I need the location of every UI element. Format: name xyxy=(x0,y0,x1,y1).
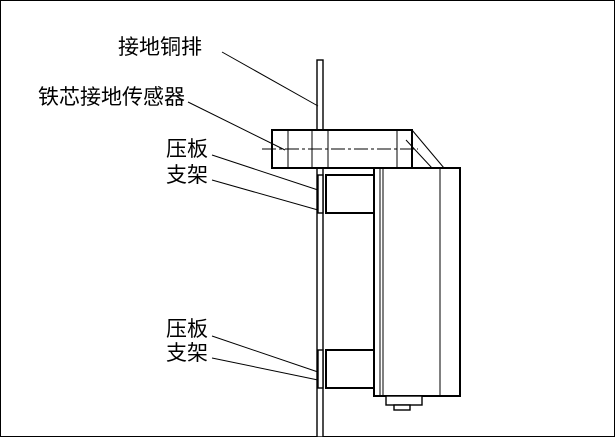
grounding-copper-bar xyxy=(316,59,324,437)
label-support-upper: 支架 xyxy=(166,163,208,187)
sensor-ring xyxy=(262,129,418,169)
leader-copper-bar xyxy=(221,51,319,107)
leader-sensor xyxy=(187,101,286,151)
label-pressure-plate-upper: 压板 xyxy=(166,137,208,161)
leader-plate-upper xyxy=(211,154,319,191)
label-core-grounding-sensor: 铁芯接地传感器 xyxy=(38,85,185,109)
label-pressure-plate-lower: 压板 xyxy=(166,317,208,341)
sensor-housing xyxy=(373,167,461,397)
lower-support-block xyxy=(317,349,375,389)
leader-support-lower xyxy=(211,357,319,381)
ring-link-line xyxy=(411,129,445,169)
bottom-connector xyxy=(385,395,423,411)
ring-link-line xyxy=(405,139,433,169)
label-support-lower: 支架 xyxy=(166,341,208,365)
leader-plate-lower xyxy=(211,335,319,373)
upper-support-block xyxy=(317,174,375,214)
label-grounding-copper-bar: 接地铜排 xyxy=(118,35,202,59)
leader-support-upper xyxy=(211,179,319,211)
